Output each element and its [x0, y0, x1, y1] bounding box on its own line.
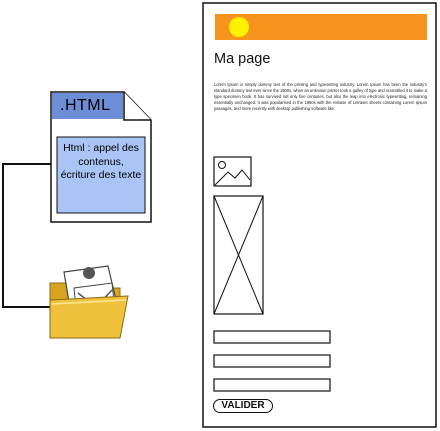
text-field-1[interactable] — [213, 330, 331, 344]
page-body-text: Lorem Ipsum is simply dummy text of the … — [214, 82, 427, 112]
media-placeholder-icon — [213, 195, 264, 315]
validate-button[interactable]: VALIDER — [213, 399, 273, 413]
connector-line — [2, 163, 60, 308]
page-mockup — [202, 2, 437, 428]
folder-images-icon — [49, 265, 129, 339]
text-field-3[interactable] — [213, 378, 331, 392]
page-title: Ma page — [214, 51, 271, 67]
image-placeholder-icon — [213, 156, 252, 187]
file-description: Html : appel des contenus, écriture des … — [60, 142, 142, 181]
text-field-2[interactable] — [213, 354, 331, 368]
file-type-label: .HTML — [60, 97, 111, 114]
header-bar — [215, 14, 427, 40]
file-description-box — [56, 136, 146, 214]
file-html-icon — [50, 91, 152, 223]
sun-logo-icon — [229, 17, 249, 37]
